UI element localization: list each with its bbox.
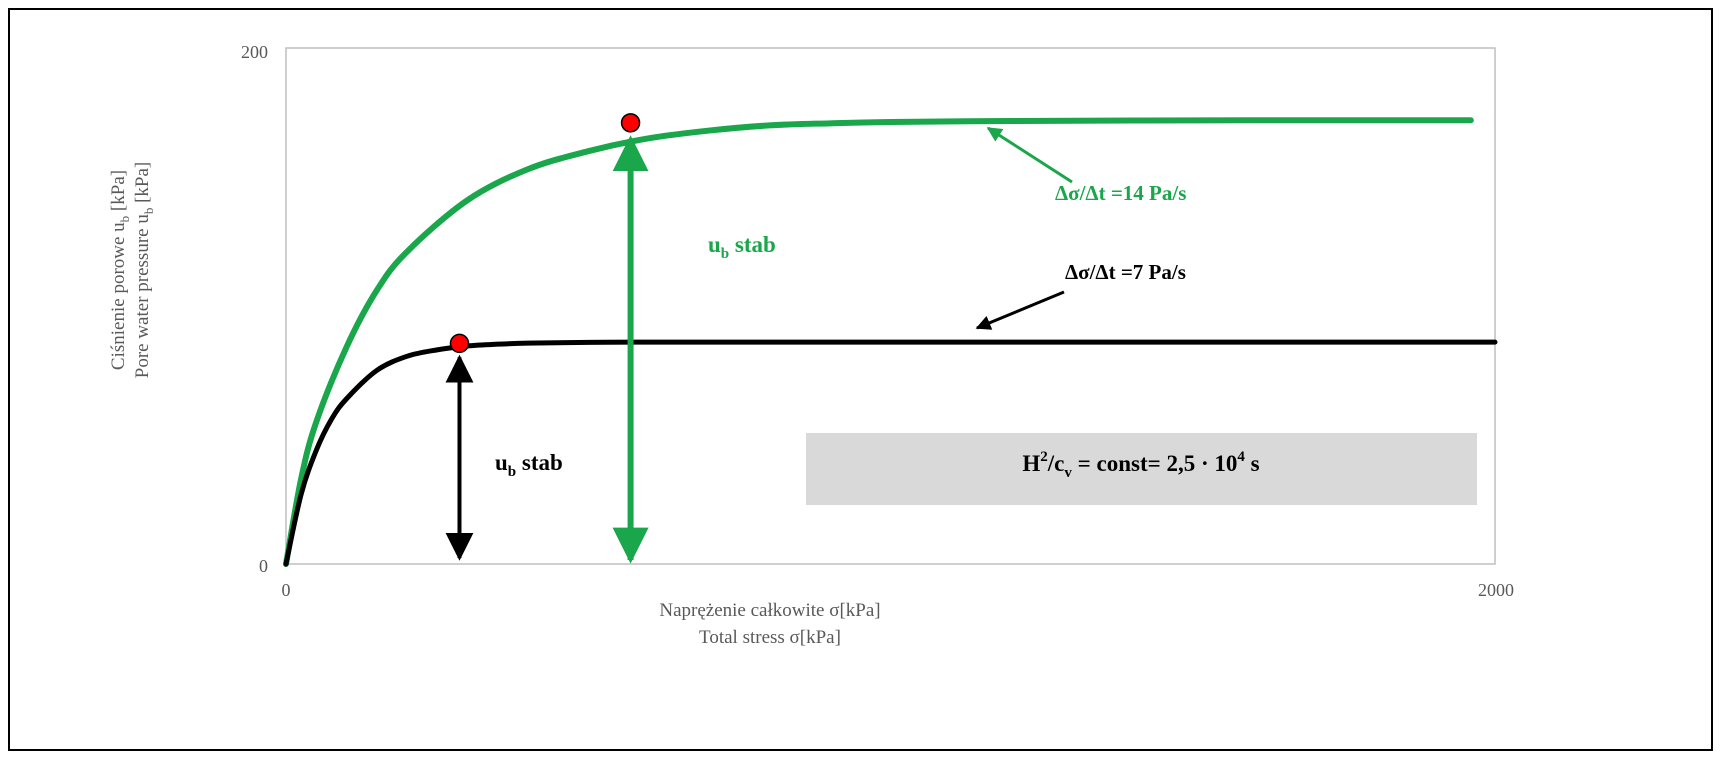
stab-label-14pas: ub stab bbox=[708, 232, 776, 262]
series-pointer-14pas bbox=[986, 126, 1073, 184]
x-axis-label-en: Total stress σ[kPa] bbox=[699, 627, 841, 648]
stab-marker-7pas bbox=[449, 333, 470, 354]
y-tick-0: 0 bbox=[259, 556, 268, 576]
series-label-14pas: Δσ/Δt =14 Pa/s bbox=[1055, 181, 1186, 205]
annotation-box bbox=[806, 433, 1477, 505]
y-tick-200: 200 bbox=[241, 42, 268, 62]
series-line-14pas bbox=[283, 117, 1474, 567]
x-axis-label-pl: Naprężenie całkowite σ[kPa] bbox=[659, 600, 880, 621]
series-label-7pas: Δσ/Δt =7 Pa/s bbox=[1065, 260, 1186, 284]
x-tick-2000: 2000 bbox=[1478, 580, 1514, 600]
y-axis-label-pl: Ciśnienie porowe ub [kPa] bbox=[108, 170, 132, 370]
annotation-text: H2/cv = const= 2,5 · 104 s bbox=[1022, 449, 1259, 481]
y-axis-label-en: Pore water pressure ub [kPa] bbox=[132, 162, 156, 379]
series-line-7pas bbox=[283, 339, 1498, 567]
x-tick-0: 0 bbox=[282, 580, 291, 600]
stab-label-7pas: ub stab bbox=[495, 450, 563, 480]
series-pointer-7pas bbox=[975, 290, 1065, 330]
stab-marker-14pas bbox=[620, 113, 641, 133]
chart-frame bbox=[8, 8, 1713, 751]
plot-area bbox=[285, 47, 1496, 565]
